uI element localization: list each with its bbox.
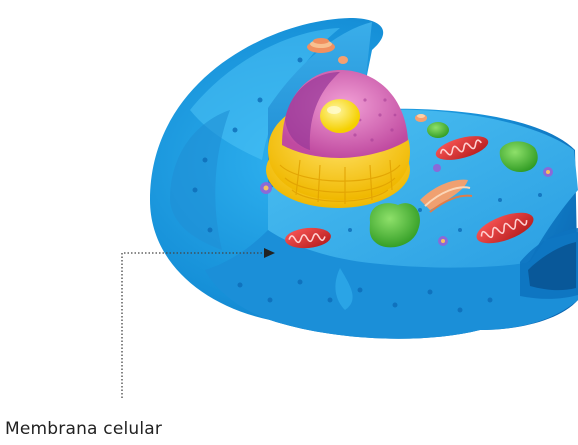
nucleolus (320, 99, 360, 133)
membrane-label: Membrana celular (5, 419, 162, 439)
